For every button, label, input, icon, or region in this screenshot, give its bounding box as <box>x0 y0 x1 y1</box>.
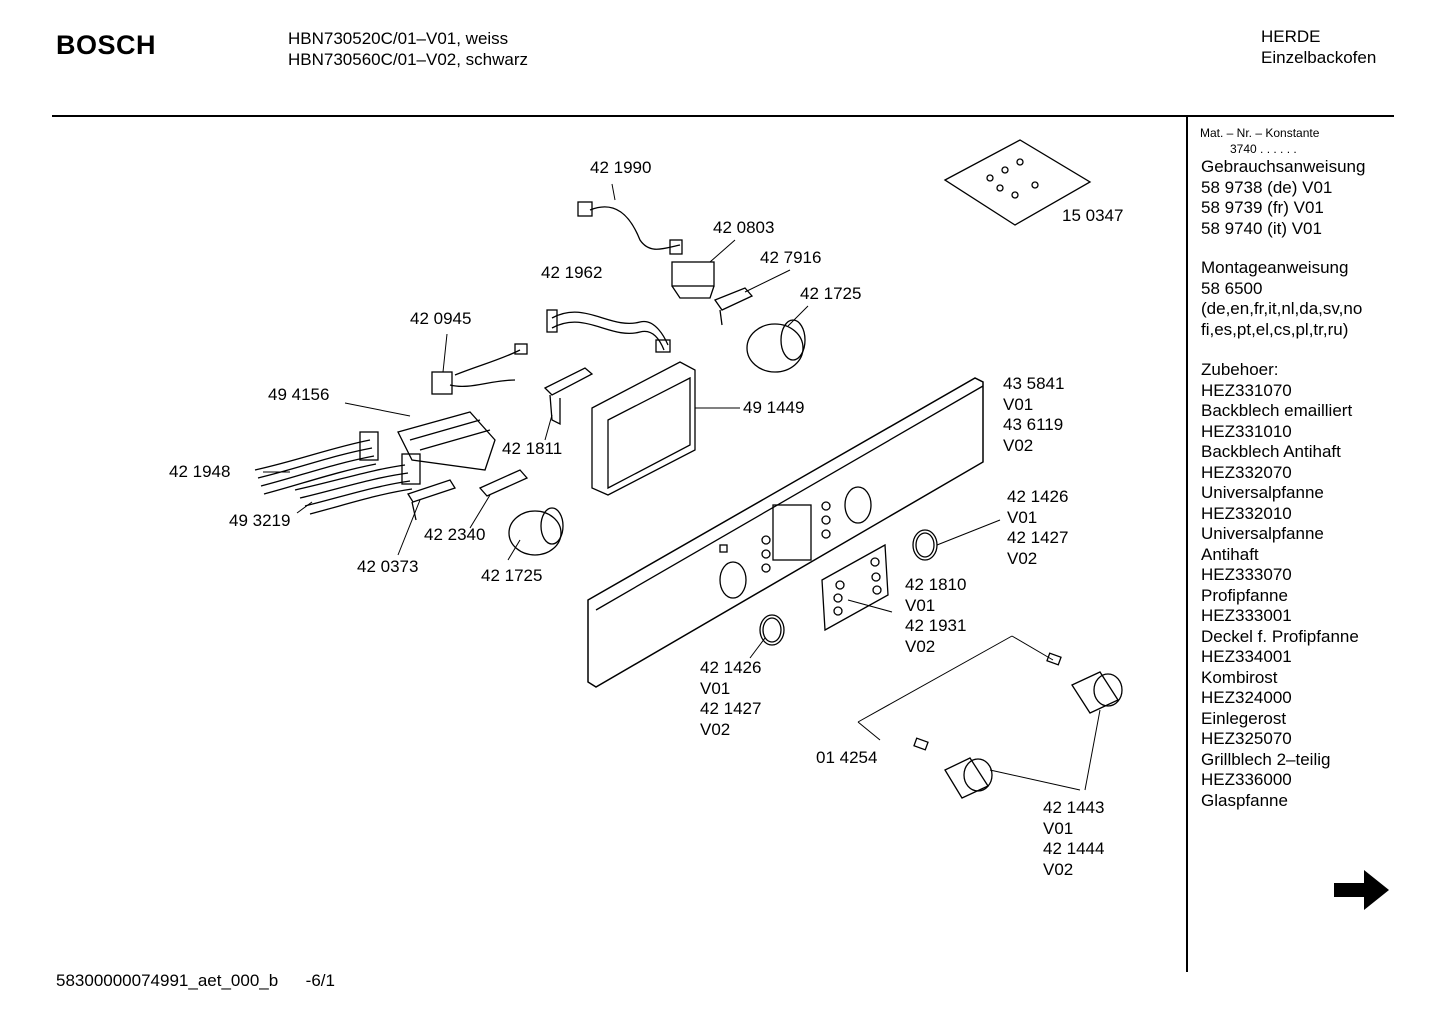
accessory-line: HEZ333001 <box>1201 606 1292 625</box>
category-line: Einzelbackofen <box>1261 48 1377 67</box>
accessory-line: Universalpfanne <box>1201 483 1324 502</box>
part-label-420945: 42 0945 <box>410 309 472 328</box>
model-line: HBN730560C/01–V02, schwarz <box>288 50 529 69</box>
screws-421810 <box>821 543 889 632</box>
part-label-421811: 42 1811 <box>502 439 563 458</box>
knob-421443-lower <box>913 737 993 799</box>
ribbon-421962 <box>546 309 671 353</box>
pcb-491449 <box>591 361 696 496</box>
sidebar-divider <box>1186 117 1188 972</box>
bracket-421811 <box>543 367 594 426</box>
accessory-line: HEZ324000 <box>1201 688 1292 707</box>
accessory-line: Einlegerost <box>1201 708 1287 728</box>
part-label-420373: 42 0373 <box>357 557 419 576</box>
part-label-150347: 15 0347 <box>1062 206 1124 225</box>
accessory-list: Zubehoer: HEZ331070 Backblech emailliert… <box>1201 360 1359 811</box>
leader-lines <box>263 183 1101 791</box>
part-label-420803: 42 0803 <box>713 218 775 237</box>
accessory-line: HEZ331010 <box>1201 421 1292 441</box>
footer: 58300000074991_aet_000_b -6/1 <box>56 971 335 991</box>
accessory-line: Universalpfanne <box>1201 524 1324 543</box>
document-id: 58300000074991_aet_000_b <box>56 971 279 990</box>
part-label-421725-lower: 42 1725 <box>481 566 543 585</box>
constant-value: 3740 . . . . . . <box>1230 142 1297 156</box>
bracket-420373 <box>407 479 456 521</box>
part-label-421962: 42 1962 <box>541 263 603 282</box>
accessory-line: Glaspfanne <box>1201 790 1288 810</box>
brand-logo: BOSCH <box>56 30 157 60</box>
ring-421725-upper <box>746 319 806 373</box>
constant-label: Mat. – Nr. – Konstante <box>1200 126 1320 140</box>
cable-421990 <box>577 201 683 255</box>
clip-427916 <box>713 287 754 326</box>
accessory-line: Grillblech 2–teilig <box>1201 749 1331 769</box>
part-label-014254: 01 4254 <box>816 748 878 767</box>
accessory-line: Backblech Antihaft <box>1201 442 1341 461</box>
model-list: HBN730520C/01–V01, weiss HBN730560C/01–V… <box>288 28 528 70</box>
part-label-494156: 49 4156 <box>268 385 330 404</box>
part-label-421990: 42 1990 <box>590 158 652 177</box>
part-label-421725-upper: 42 1725 <box>800 284 862 303</box>
part-label-421810: 42 1810 V01 42 1931 V02 <box>905 575 967 656</box>
part-label-421426-left: 42 1426 V01 42 1427 V02 <box>700 658 762 739</box>
clip-422340 <box>478 469 529 497</box>
page-number: -6/1 <box>305 971 335 990</box>
installation-line: 58 6500 <box>1201 278 1263 298</box>
part-label-493219: 49 3219 <box>229 511 291 530</box>
accessory-line: HEZ333070 <box>1201 565 1292 584</box>
accessory-line: HEZ325070 <box>1201 729 1292 748</box>
manual-list: Gebrauchsanweisung 58 9738 (de) V01 58 9… <box>1201 157 1365 239</box>
terminal-block-494156 <box>397 411 496 471</box>
part-label-427916: 42 7916 <box>760 248 822 267</box>
accessory-line: HEZ332010 <box>1201 503 1292 523</box>
manual-line: Gebrauchsanweisung <box>1201 157 1366 176</box>
right-arrow-icon[interactable] <box>1334 868 1390 912</box>
accessory-line: Kombirost <box>1201 667 1278 687</box>
front-panel-435841 <box>587 377 984 688</box>
accessory-line: Zubehoer: <box>1201 360 1279 379</box>
installation-line: (de,en,fr,it,nl,da,sv,no <box>1201 299 1363 318</box>
installation-list: Montageanweisung 58 6500 (de,en,fr,it,nl… <box>1201 258 1362 340</box>
accessory-line: Profipfanne <box>1201 585 1288 605</box>
model-line: HBN730520C/01–V01, weiss <box>288 29 509 48</box>
accessory-bag-150347 <box>943 139 1092 226</box>
accessory-line: Backblech emailliert <box>1201 401 1353 420</box>
knob-421443-upper <box>1046 652 1123 714</box>
connector-420803 <box>671 261 715 299</box>
installation-line: Montageanweisung <box>1201 258 1349 277</box>
accessory-line: Antihaft <box>1201 544 1259 564</box>
accessory-line: HEZ336000 <box>1201 770 1292 789</box>
part-label-422340: 42 2340 <box>424 525 486 544</box>
cable-420945 <box>431 343 528 395</box>
category: HERDE Einzelbackofen <box>1261 26 1376 68</box>
part-label-435841: 43 5841 V01 43 6119 V02 <box>1003 374 1065 455</box>
part-label-421426-right: 42 1426 V01 42 1427 V02 <box>1007 487 1069 568</box>
light-ring-421426-right <box>912 529 938 561</box>
accessory-line: HEZ332070 <box>1201 462 1292 482</box>
part-label-421948: 42 1948 <box>169 462 231 481</box>
ring-421725-lower <box>508 507 564 556</box>
manual-line: 58 9739 (fr) V01 <box>1201 198 1324 217</box>
material-constant: Mat. – Nr. – Konstante 3740 . . . . . . <box>1200 125 1319 157</box>
accessory-line: HEZ331070 <box>1201 380 1292 400</box>
category-line: HERDE <box>1261 27 1321 46</box>
part-label-421443: 42 1443 V01 42 1444 V02 <box>1043 798 1105 879</box>
part-label-491449: 49 1449 <box>743 398 805 417</box>
manual-line: 58 9738 (de) V01 <box>1201 177 1333 197</box>
exploded-parts-drawing <box>254 139 1123 799</box>
accessory-line: HEZ334001 <box>1201 647 1292 666</box>
header-divider <box>52 115 1394 117</box>
wires-421948 <box>254 431 379 495</box>
accessory-line: Deckel f. Profipfanne <box>1201 626 1359 646</box>
installation-line: fi,es,pt,el,cs,pl,tr,ru) <box>1201 319 1349 339</box>
manual-line: 58 9740 (it) V01 <box>1201 218 1322 238</box>
light-ring-421426-left <box>759 614 785 646</box>
wires-493219 <box>294 453 421 515</box>
